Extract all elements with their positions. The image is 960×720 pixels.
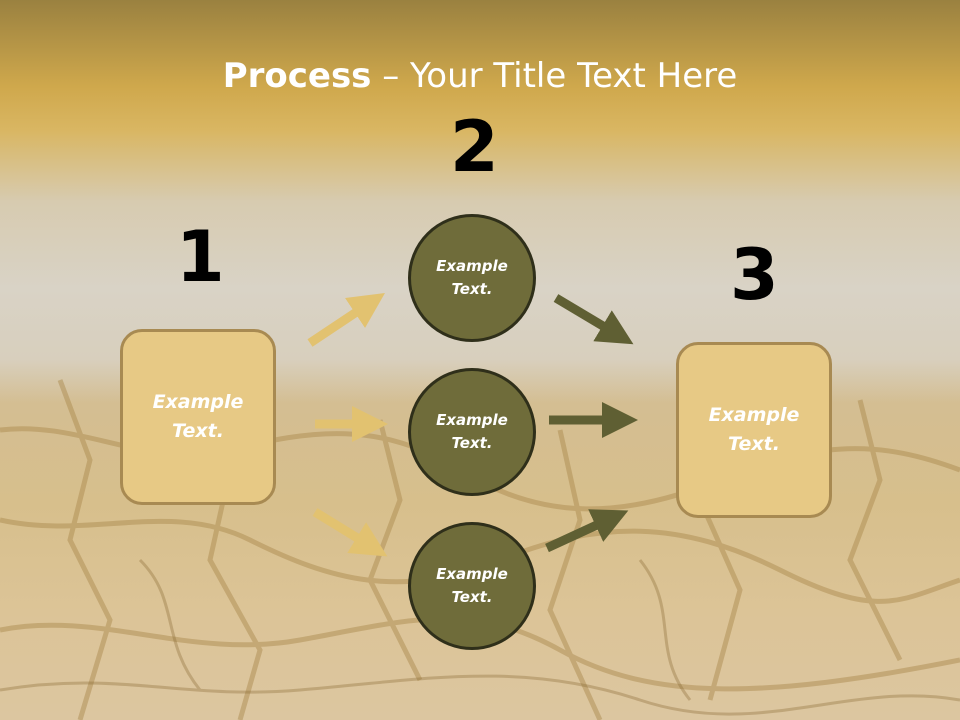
- title-bold: Process: [222, 56, 372, 96]
- arrow-1-to-top: [307, 293, 385, 347]
- circle-bottom-text: Example Text.: [436, 565, 508, 606]
- slide-title: Process – Your Title Text Here: [0, 56, 960, 96]
- step-2-circle-top: Example Text.: [408, 214, 536, 342]
- step-2-number: 2: [450, 106, 499, 188]
- step-1-number: 1: [176, 216, 225, 298]
- arrow-bottom-to-3: [545, 509, 629, 553]
- step-3-box-text: Example Text.: [708, 404, 800, 455]
- circle-top-text: Example Text.: [436, 257, 508, 298]
- circle-middle-text: Example Text.: [436, 411, 508, 452]
- step-2-circle-middle: Example Text.: [408, 368, 536, 496]
- step-1-box: Example Text.: [120, 329, 276, 505]
- arrow-1-to-bottom: [312, 508, 388, 557]
- step-3-number: 3: [730, 234, 779, 316]
- step-1-box-text: Example Text.: [152, 391, 244, 442]
- arrow-top-to-3: [553, 294, 634, 345]
- step-2-circle-bottom: Example Text.: [408, 522, 536, 650]
- title-rest: – Your Title Text Here: [371, 56, 738, 96]
- step-3-box: Example Text.: [676, 342, 832, 518]
